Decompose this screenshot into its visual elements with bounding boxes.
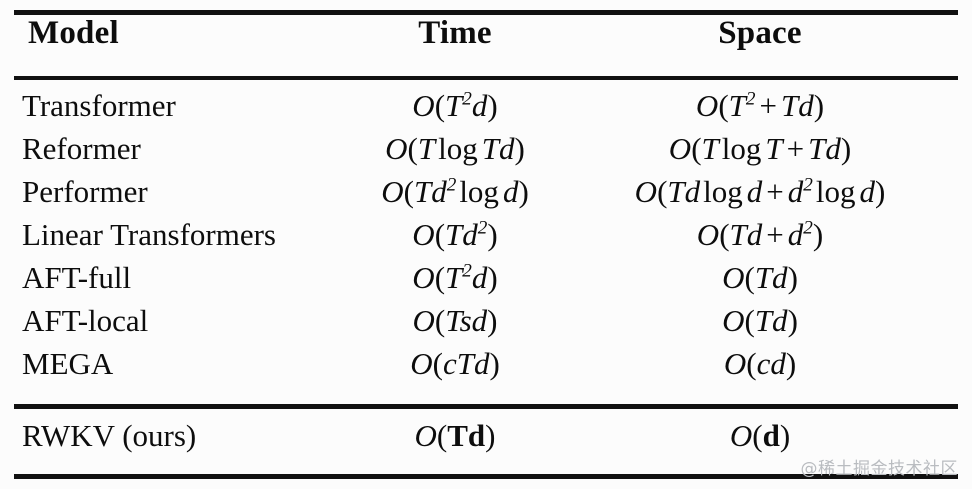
cell-model: MEGA — [22, 345, 114, 381]
gap-cell — [0, 399, 330, 411]
table-row: AFT-full O(T2d) O(Td) — [0, 256, 972, 299]
cell-time: O(T2d) — [330, 256, 592, 299]
math-expression: O(T2+Td) — [695, 87, 825, 123]
watermark-label: @稀土掘金技术社区 — [800, 459, 958, 479]
gap-cell — [592, 385, 972, 399]
cell-model: AFT-full — [22, 259, 132, 295]
cell-model: Transformer — [22, 87, 176, 123]
cell-time: O(T2d) — [330, 84, 592, 127]
complexity-table: Model Time Space Transformer O(T2d) O(T2… — [0, 0, 972, 461]
table-row: AFT-local O(Tsd) O(Td) — [0, 299, 972, 342]
math-expression: O(T2d) — [412, 259, 498, 295]
math-expression: O(Td+d2) — [696, 216, 824, 252]
cell-space-rwkv: O(d) — [592, 411, 972, 461]
table-header-rule — [14, 76, 958, 80]
cell-space: O(Td) — [592, 256, 972, 299]
math-expression: O(cd) — [723, 345, 797, 381]
cell-space: O(cd) — [592, 342, 972, 385]
cell-time: O(cTd) — [330, 342, 592, 385]
math-expression: O(T2d) — [412, 87, 498, 123]
math-expression: O(d) — [729, 418, 791, 453]
gap-cell — [592, 66, 972, 84]
gap-cell — [330, 385, 592, 399]
math-expression: O(cTd) — [410, 345, 500, 381]
gap-cell — [0, 385, 330, 399]
table-row: Transformer O(T2d) O(T2+Td) — [0, 84, 972, 127]
gap-cell — [0, 66, 330, 84]
cell-time-rwkv: O(Td) — [330, 411, 592, 461]
cell-time: O(Tsd) — [330, 299, 592, 342]
table-row-highlight: RWKV (ours) O(Td) O(d) — [0, 411, 972, 461]
column-header-space: Space — [718, 14, 802, 51]
table-highlight-rule — [14, 404, 958, 409]
footer-top-gap — [0, 399, 972, 411]
header-body-gap — [0, 66, 972, 84]
cell-model-rwkv: RWKV (ours) — [22, 418, 197, 453]
table-bottom-rule — [14, 474, 958, 479]
math-expression: O(Td) — [722, 259, 798, 295]
table-header-row: Model Time Space — [0, 0, 972, 66]
gap-cell — [330, 66, 592, 84]
cell-time: O(Td2) — [330, 213, 592, 256]
column-header-time: Time — [418, 14, 492, 51]
cell-space: O(Td+d2) — [592, 213, 972, 256]
table-row: Linear Transformers O(Td2) O(Td+d2) — [0, 213, 972, 256]
math-expression: O(Td2) — [412, 216, 498, 252]
cell-model: AFT-local — [22, 302, 149, 338]
table-row: MEGA O(cTd) O(cd) — [0, 342, 972, 385]
math-expression: O(Td) — [414, 418, 496, 453]
cell-space: O(T2+Td) — [592, 84, 972, 127]
gap-cell — [330, 399, 592, 411]
math-expression: O(Td) — [722, 302, 798, 338]
cell-model: Linear Transformers — [22, 216, 276, 252]
body-footer-gap — [0, 385, 972, 399]
column-header-model: Model — [28, 14, 119, 51]
math-expression: O(Tsd) — [412, 302, 498, 338]
table-top-rule — [14, 10, 958, 15]
cell-space: O(Td) — [592, 299, 972, 342]
cell-model: Reformer — [22, 130, 141, 166]
cell-model: Performer — [22, 173, 148, 209]
gap-cell — [592, 399, 972, 411]
